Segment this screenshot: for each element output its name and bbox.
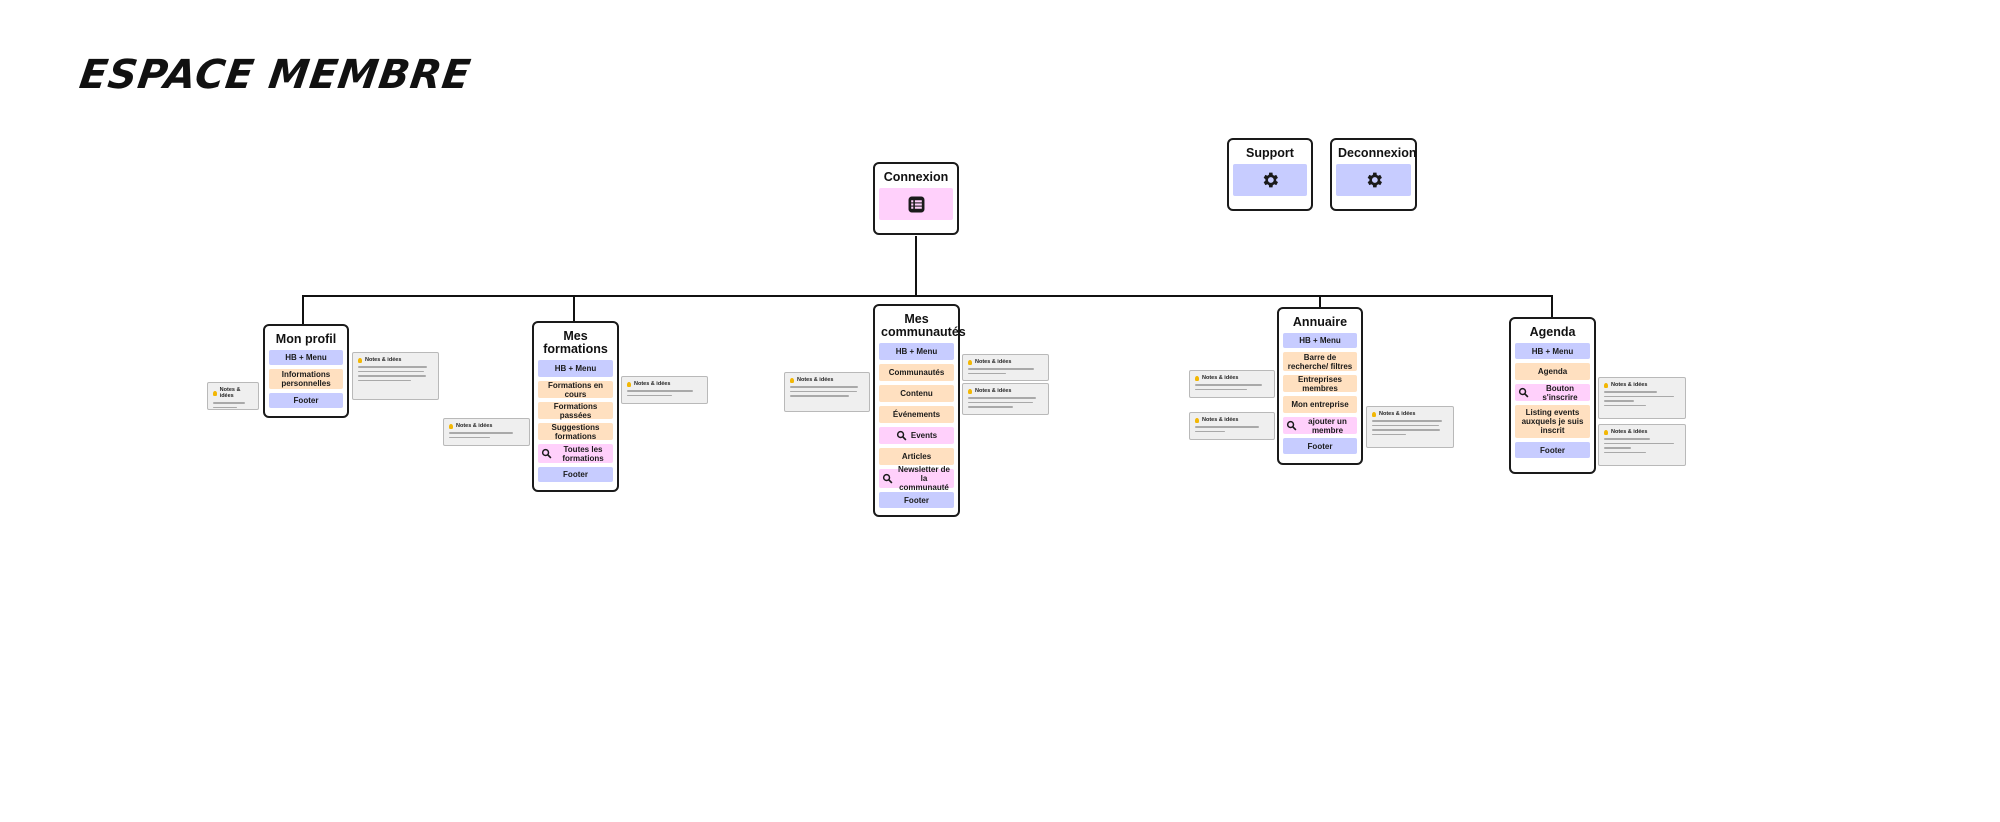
annuaire-hb-menu[interactable]: HB + Menu bbox=[1283, 333, 1357, 348]
note-formations-right[interactable]: Notes & idées bbox=[621, 376, 708, 404]
note-annuaire-left-1[interactable]: Notes & idées bbox=[1189, 370, 1275, 398]
annuaire-mon-entreprise[interactable]: Mon entreprise bbox=[1283, 396, 1357, 413]
mon-profil-card[interactable]: Mon profil HB + Menu Informations person… bbox=[263, 324, 349, 418]
formations-toutes[interactable]: Toutes les formations bbox=[538, 444, 613, 463]
support-card[interactable]: Support bbox=[1227, 138, 1313, 211]
agenda-listing-events[interactable]: Listing events auxquels je suis inscrit bbox=[1515, 405, 1590, 438]
connexion-card[interactable]: Connexion bbox=[873, 162, 959, 235]
note-heading: Notes & idées bbox=[797, 377, 834, 383]
note-communautes-right-2[interactable]: Notes & idées bbox=[962, 383, 1049, 415]
support-icon-block bbox=[1233, 164, 1307, 196]
annuaire-entreprises-membres[interactable]: Entreprises membres bbox=[1283, 375, 1357, 393]
annuaire-card[interactable]: Annuaire HB + Menu Barre de recherche/ f… bbox=[1277, 307, 1363, 465]
search-icon bbox=[1518, 387, 1529, 398]
agenda-title: Agenda bbox=[1529, 325, 1576, 339]
note-heading: Notes & idées bbox=[975, 388, 1012, 394]
lightbulb-icon bbox=[1604, 382, 1608, 388]
note-annuaire-left-2[interactable]: Notes & idées bbox=[1189, 412, 1275, 440]
mes-formations-card[interactable]: Mes formations HB + Menu Formations en c… bbox=[532, 321, 619, 492]
mes-communautes-title: Mes communautés bbox=[881, 312, 966, 339]
note-agenda-right-2[interactable]: Notes & idées bbox=[1598, 424, 1686, 466]
agenda-bouton-inscrire[interactable]: Bouton s'inscrire bbox=[1515, 383, 1590, 402]
formations-footer[interactable]: Footer bbox=[538, 467, 613, 482]
deconnexion-icon-block bbox=[1336, 164, 1411, 196]
lightbulb-icon bbox=[358, 357, 362, 363]
communautes-events[interactable]: Events bbox=[879, 427, 954, 444]
agenda-hb-menu[interactable]: HB + Menu bbox=[1515, 343, 1590, 359]
agenda-card[interactable]: Agenda HB + Menu Agenda Bouton s'inscrir… bbox=[1509, 317, 1596, 474]
communautes-footer[interactable]: Footer bbox=[879, 492, 954, 508]
communautes-newsletter[interactable]: Newsletter de la communauté bbox=[879, 465, 954, 492]
communautes-communautes[interactable]: Communautés bbox=[879, 364, 954, 381]
agenda-footer[interactable]: Footer bbox=[1515, 442, 1590, 458]
lightbulb-icon bbox=[627, 381, 631, 387]
note-heading: Notes & idées bbox=[1611, 429, 1648, 435]
communautes-evenements[interactable]: Événements bbox=[879, 406, 954, 423]
note-annuaire-right[interactable]: Notes & idées bbox=[1366, 406, 1454, 448]
annuaire-ajouter-membre-label: ajouter un membre bbox=[1308, 416, 1347, 435]
annuaire-barre-recherche[interactable]: Barre de recherche/ filtres bbox=[1283, 352, 1357, 371]
search-icon bbox=[541, 448, 552, 459]
lightbulb-icon bbox=[1195, 375, 1199, 381]
note-communautes-left[interactable]: Notes & idées bbox=[784, 372, 870, 412]
note-agenda-right-1[interactable]: Notes & idées bbox=[1598, 377, 1686, 419]
search-icon bbox=[882, 473, 893, 484]
agenda-agenda[interactable]: Agenda bbox=[1515, 363, 1590, 380]
note-heading: Notes & idées bbox=[634, 381, 671, 387]
formations-en-cours[interactable]: Formations en cours bbox=[538, 381, 613, 399]
note-communautes-right-1[interactable]: Notes & idées bbox=[962, 354, 1049, 381]
profil-informations[interactable]: Informations personnelles bbox=[269, 369, 343, 389]
lightbulb-icon bbox=[1195, 417, 1199, 423]
support-title: Support bbox=[1246, 146, 1294, 160]
deconnexion-card[interactable]: Deconnexion bbox=[1330, 138, 1417, 211]
note-heading: Notes & idées bbox=[1202, 417, 1239, 423]
communautes-contenu[interactable]: Contenu bbox=[879, 385, 954, 402]
note-formations-left[interactable]: Notes & idées bbox=[443, 418, 530, 446]
connexion-icon-block bbox=[879, 188, 953, 220]
profil-hb-menu[interactable]: HB + Menu bbox=[269, 350, 343, 365]
communautes-events-label: Events bbox=[910, 431, 938, 440]
profil-footer[interactable]: Footer bbox=[269, 393, 343, 408]
formations-suggestions[interactable]: Suggestions formations bbox=[538, 423, 613, 441]
deconnexion-title: Deconnexion bbox=[1338, 146, 1417, 160]
note-heading: Notes & idées bbox=[975, 359, 1012, 365]
list-icon bbox=[908, 196, 924, 212]
communautes-newsletter-label: Newsletter de la communauté bbox=[897, 465, 951, 492]
gear-icon bbox=[1263, 172, 1278, 188]
lightbulb-icon bbox=[449, 423, 453, 429]
note-profil-left[interactable]: Notes & idées bbox=[207, 382, 259, 410]
lightbulb-icon bbox=[790, 377, 794, 383]
gear-icon bbox=[1367, 172, 1382, 188]
note-heading: Notes & idées bbox=[365, 357, 402, 363]
communautes-hb-menu[interactable]: HB + Menu bbox=[879, 343, 954, 360]
connexion-title: Connexion bbox=[883, 170, 949, 184]
mes-formations-title: Mes formations bbox=[543, 329, 608, 356]
mes-communautes-card[interactable]: Mes communautés HB + Menu Communautés Co… bbox=[873, 304, 966, 517]
formations-passees[interactable]: Formations passées bbox=[538, 402, 613, 420]
lightbulb-icon bbox=[968, 359, 972, 365]
note-heading: Notes & idées bbox=[1202, 375, 1239, 381]
lightbulb-icon bbox=[968, 388, 972, 394]
lightbulb-icon bbox=[1372, 411, 1376, 417]
lightbulb-icon bbox=[213, 390, 217, 396]
annuaire-title: Annuaire bbox=[1292, 315, 1348, 329]
note-heading: Notes & idées bbox=[1611, 382, 1648, 388]
formations-hb-menu[interactable]: HB + Menu bbox=[538, 360, 613, 377]
formations-toutes-label: Toutes les formations bbox=[562, 444, 604, 463]
communautes-articles[interactable]: Articles bbox=[879, 448, 954, 465]
note-heading: Notes & idées bbox=[456, 423, 493, 429]
annuaire-ajouter-membre[interactable]: ajouter un membre bbox=[1283, 416, 1357, 435]
mon-profil-title: Mon profil bbox=[275, 332, 337, 346]
note-profil-right[interactable]: Notes & idées bbox=[352, 352, 439, 400]
search-icon bbox=[1286, 420, 1297, 431]
lightbulb-icon bbox=[1604, 429, 1608, 435]
note-heading: Notes & idées bbox=[219, 387, 241, 399]
annuaire-footer[interactable]: Footer bbox=[1283, 438, 1357, 454]
note-heading: Notes & idées bbox=[1379, 411, 1416, 417]
agenda-bouton-inscrire-label: Bouton s'inscrire bbox=[1542, 383, 1578, 402]
search-icon bbox=[896, 430, 907, 441]
